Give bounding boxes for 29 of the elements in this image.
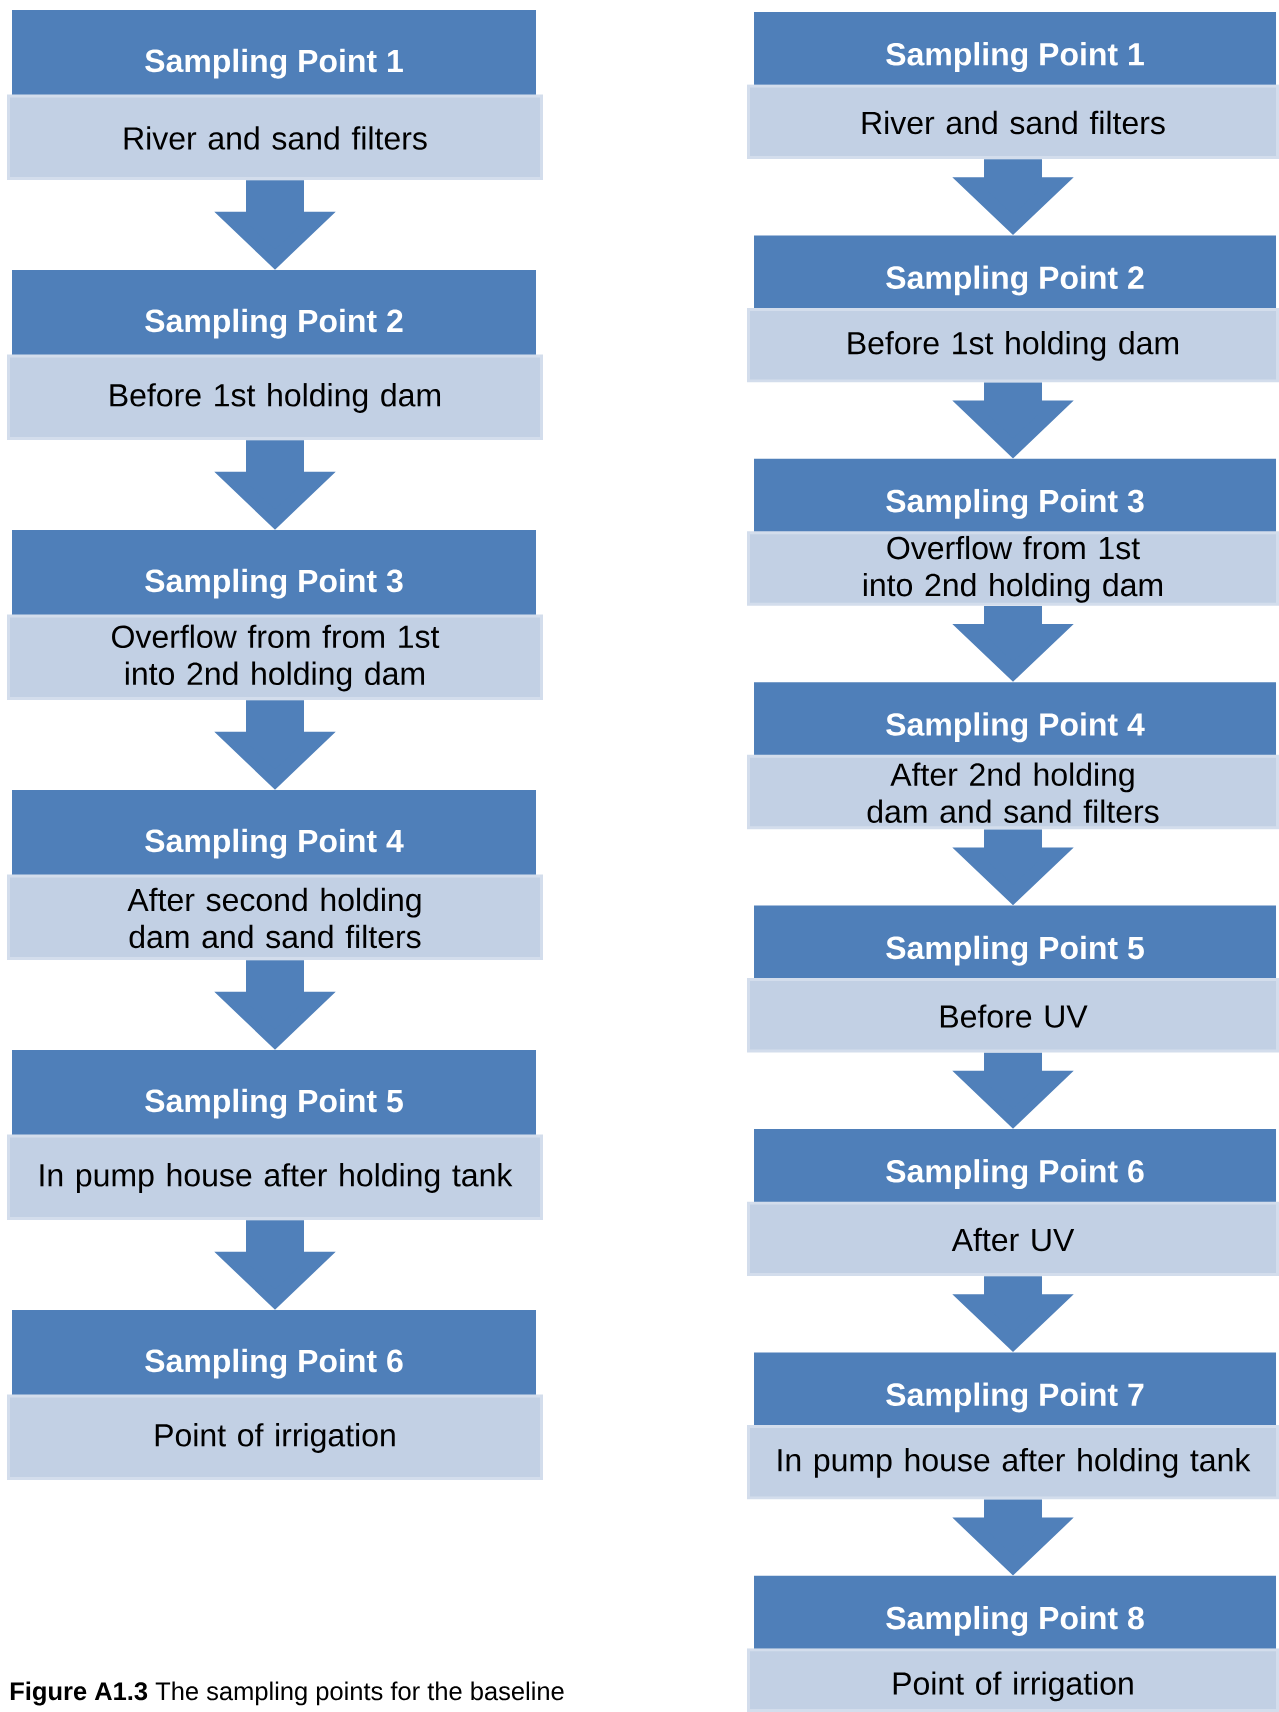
node-label: Overflow from from 1st into 2nd holding dam [112,624,440,692]
node-label: After UV [951,1227,1075,1252]
process-box: Sampling Point 4 After second holding dam and sand filters [7,790,543,960]
process-box: Sampling Point 6 After UV [747,1129,1279,1276]
node-label: River and sand filters [862,110,1165,135]
node-label: Overflow from 1st into 2nd holding dam [863,535,1163,603]
process-box: Sampling Point 7 In pump house after holding tank [747,1352,1279,1500]
process-box: Sampling Point 1 River and sand filters [747,12,1279,159]
node-label: Before 1st holding dam [848,331,1179,361]
process-box: Sampling Point 6 Point of irrigation [7,1310,543,1480]
caption: Figure A1.3 The sampling points for the baseline [10,1681,564,1706]
process-box: Sampling Point 4 After 2nd holding dam and sand filters [747,682,1279,830]
process-box: Sampling Point 3 Overflow from 1st into 2nd holding dam [747,458,1279,606]
process-box: Sampling Point 2 Before 1st holding dam [7,270,543,440]
node-label: Point of irrigation [893,1671,1133,1702]
process-box: Sampling Point 8 Point of irrigation [747,1575,1279,1712]
node-label: Before UV [940,1004,1088,1028]
node-label: River and sand filters [124,126,427,150]
node-label: After 2nd holding dam and sand filters [867,762,1159,823]
process-box: Sampling Point 2 Before 1st holding dam [747,235,1279,383]
process-box: Sampling Point 3 Overflow from from 1st into 2nd holding dam [7,530,543,700]
process-box: Sampling Point 5 In pump house after holding tank [7,1050,543,1220]
node-label: Before 1st holding dam [110,383,441,413]
process-box: Sampling Point 5 Before UV [747,905,1279,1053]
node-label: After second holding dam and sand filters [127,887,421,949]
node-label: In pump house after holding tank [778,1448,1251,1478]
process-box: Sampling Point 1 River and sand filters [7,10,543,180]
node-label: In pump house after holding tank [40,1163,513,1193]
node-label: Point of irrigation [155,1423,395,1453]
